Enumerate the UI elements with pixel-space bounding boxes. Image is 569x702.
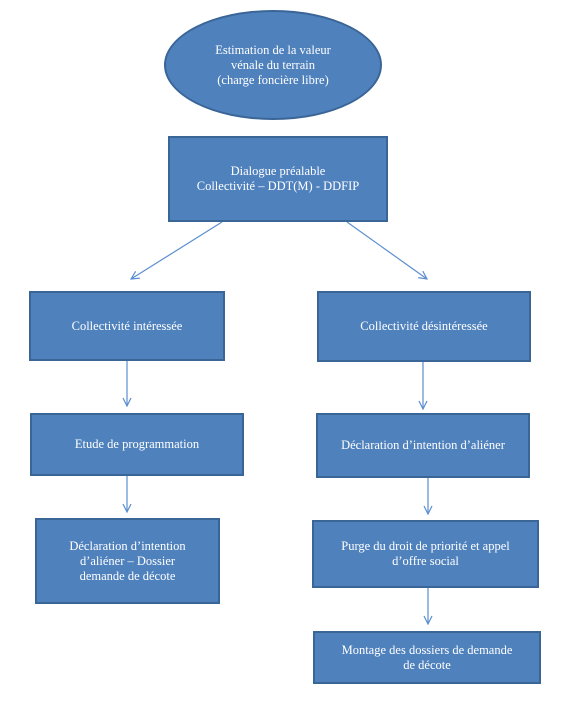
dia-right-box: Déclaration d’intention d’aliéner: [316, 413, 530, 478]
interested-box: Collectivité intéressée: [29, 291, 225, 361]
dia-right-label: Déclaration d’intention d’aliéner: [341, 438, 505, 452]
disinterested-label: Collectivité désintéressée: [360, 319, 488, 333]
disinterested-box: Collectivité désintéressée: [317, 291, 531, 362]
montage-label: Montage des dossiers de demande de décot…: [341, 642, 513, 672]
interested-label: Collectivité intéressée: [71, 318, 183, 333]
dialogue-label: Dialogue préalable Collectivité – DDT(M)…: [196, 164, 360, 193]
programming-study-box: Etude de programmation: [30, 413, 244, 476]
dia-left-box: Déclaration d’intention d’aliéner – Doss…: [35, 518, 220, 604]
purge-box: Purge du droit de priorité et appel d’of…: [312, 520, 539, 588]
dialogue-box: Dialogue préalable Collectivité – DDT(M)…: [168, 136, 388, 222]
arrow-dialogue-to-interested: [131, 221, 223, 279]
arrow-dialogue-to-disinterested: [346, 221, 427, 279]
programming-study-label: Etude de programmation: [74, 437, 200, 451]
start-ellipse: Estimation de la valeur vénale du terrai…: [164, 10, 382, 120]
montage-box: Montage des dossiers de demande de décot…: [313, 631, 541, 684]
start-label: Estimation de la valeur vénale du terrai…: [215, 42, 331, 87]
dia-left-label: Déclaration d’intention d’aliéner – Doss…: [69, 538, 186, 583]
purge-label: Purge du droit de priorité et appel d’of…: [341, 539, 510, 568]
